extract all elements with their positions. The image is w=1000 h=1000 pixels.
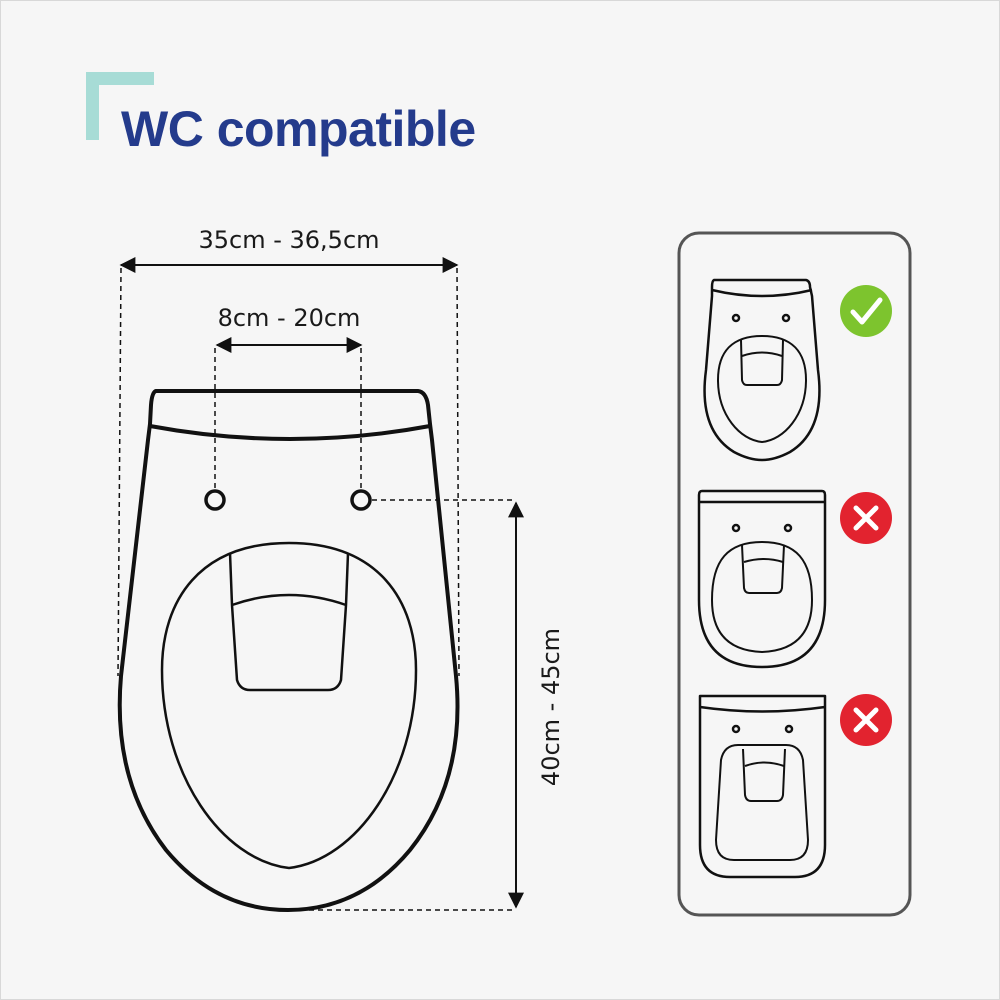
seat-shell (117, 389, 460, 912)
seat-cover-tab (228, 552, 350, 692)
length-dimension: 40cm - 45cm (300, 499, 565, 911)
oval-toilet-shape (703, 278, 821, 462)
width-label: 35cm - 36,5cm (198, 226, 379, 254)
seat-opening (160, 541, 418, 870)
length-label: 40cm - 45cm (537, 628, 565, 786)
corner-accent-vertical (86, 72, 99, 140)
hole-spacing-dimension: 8cm - 20cm (214, 304, 363, 490)
check-icon (850, 297, 883, 325)
cross-badge-1 (840, 492, 892, 544)
check-badge (840, 285, 892, 337)
cross-icon (853, 505, 879, 531)
check-badge-circle (840, 285, 892, 337)
seat-hinge-line (149, 424, 431, 441)
seat-outline (117, 389, 460, 912)
cross-badge-2 (840, 694, 892, 746)
cross-icon (853, 707, 879, 733)
page-title: WC compatible (121, 101, 476, 157)
panel-box (677, 231, 912, 917)
width-dimension: 35cm - 36,5cm (117, 226, 460, 677)
square-toilet-shape (698, 694, 827, 879)
seat-cover-tab-line (231, 593, 347, 607)
compat-item-oval (703, 278, 892, 462)
corner-accent-horizontal (86, 72, 154, 85)
compat-item-square (698, 694, 892, 879)
compat-item-rounded-square (697, 489, 892, 669)
rounded-square-toilet-shape (697, 489, 827, 669)
hole-spacing-label: 8cm - 20cm (218, 304, 361, 332)
corner-accent (86, 72, 156, 142)
hinge-hole-right (350, 489, 372, 511)
hinge-hole-left (204, 489, 226, 511)
